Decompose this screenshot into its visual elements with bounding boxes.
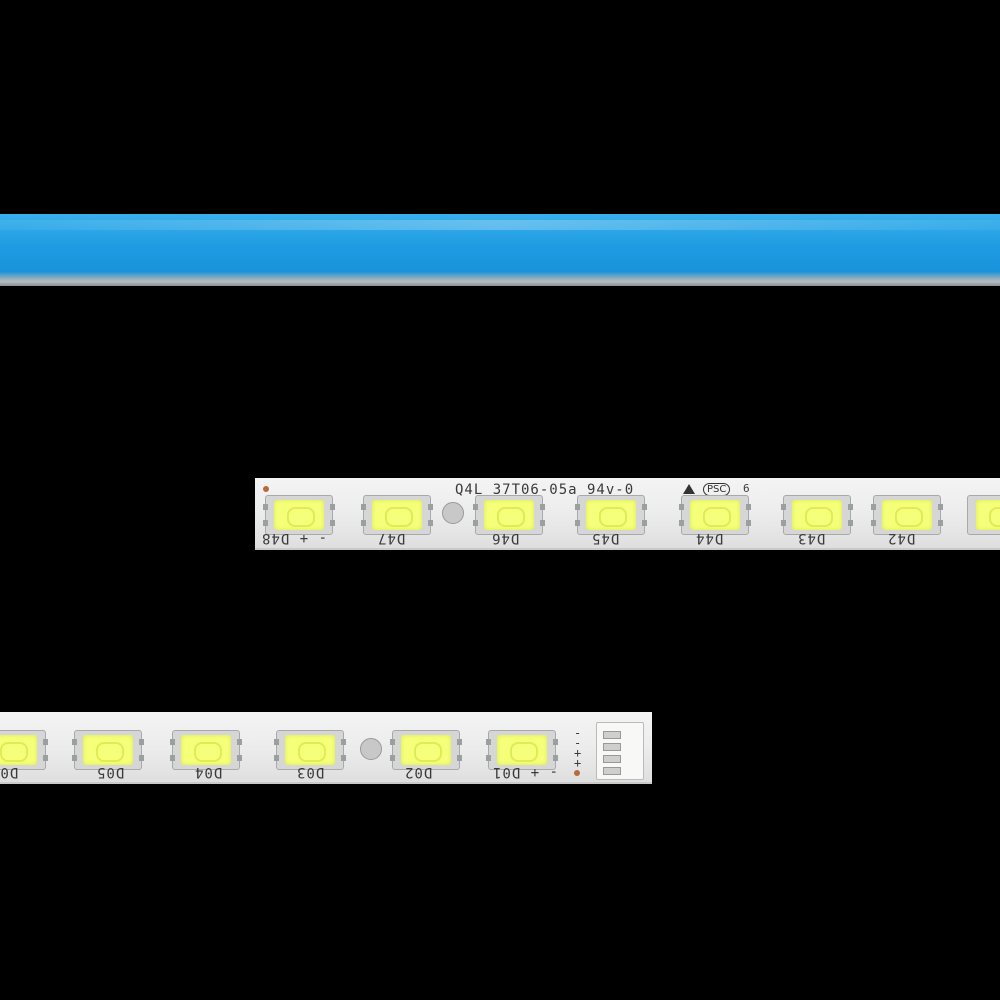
solder-dot (263, 486, 269, 492)
led-label-d01: - + D01 (492, 764, 559, 780)
led-d05 (72, 730, 144, 770)
warning-triangle-icon (683, 484, 695, 494)
led-label: D46 (491, 530, 520, 546)
extra-mark: 6 (743, 482, 751, 495)
strip-silkscreen-code: Q4L 37T06-05a 94v-0 (455, 482, 635, 498)
led-d44 (679, 495, 751, 535)
led-label: D02 (404, 764, 433, 780)
connector-mark: - (574, 736, 583, 750)
led-d46 (473, 495, 545, 535)
led-d42 (871, 495, 943, 535)
blue-film-wrapped-bar (0, 214, 1000, 286)
wire-connector (596, 722, 644, 780)
led-label: D45 (591, 530, 620, 546)
led-label: D44 (695, 530, 724, 546)
led-d48 (263, 495, 335, 535)
led-d43 (781, 495, 853, 535)
led-label: D04 (194, 764, 223, 780)
connector-mark: + (574, 756, 583, 770)
solder-dot (574, 770, 580, 776)
led-label: D43 (797, 530, 826, 546)
lower-led-strip: D06 D05 D04 D03 D02 - + D01 - - + + (0, 712, 652, 784)
connector-mark: - (574, 726, 583, 740)
mounting-hole (360, 738, 382, 760)
led-label: D03 (296, 764, 325, 780)
led-d04 (170, 730, 242, 770)
led-label: D42 (887, 530, 916, 546)
led-d01 (486, 730, 558, 770)
led-d47 (361, 495, 433, 535)
mounting-hole (442, 502, 464, 524)
connector-mark: + (574, 746, 583, 760)
led-d02 (390, 730, 462, 770)
led-label: D05 (96, 764, 125, 780)
led-partial (967, 495, 1000, 535)
led-label-d48: - + D48 (261, 530, 328, 546)
led-label: D06 (0, 764, 19, 780)
led-d03 (274, 730, 346, 770)
led-d45 (575, 495, 647, 535)
led-d06 (0, 730, 48, 770)
upper-led-strip: Q4L 37T06-05a 94v-0 PSC 6 - + D48 D47 D4… (255, 478, 1000, 550)
led-label: D47 (377, 530, 406, 546)
